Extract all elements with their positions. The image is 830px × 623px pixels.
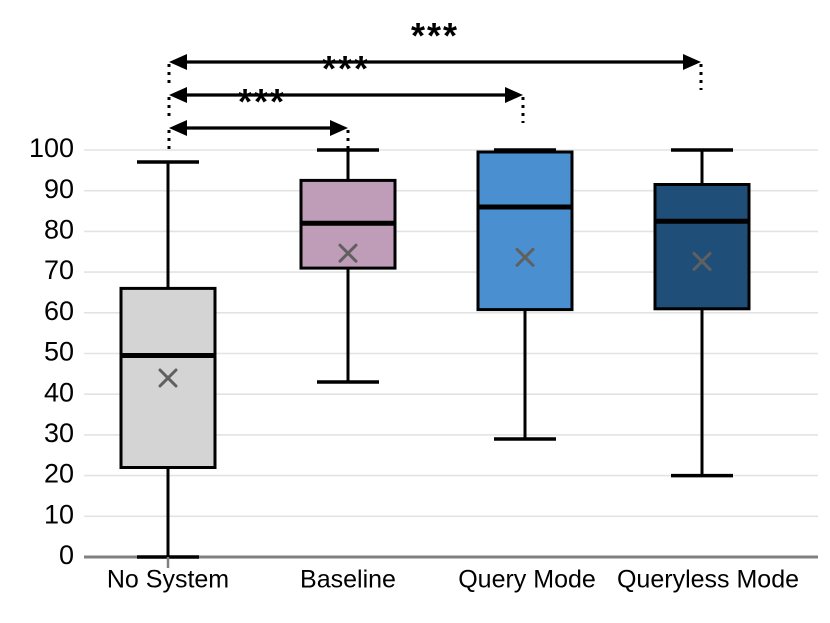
y-tick-label: 0 — [59, 540, 74, 570]
significance-label: *** — [411, 15, 459, 56]
y-tick-label: 20 — [44, 459, 74, 489]
significance-bracket-no-system-baseline: *** — [167, 81, 350, 152]
arrowhead-right-icon — [683, 54, 701, 70]
mean-marker-icon — [338, 243, 358, 263]
boxplot-query-mode[interactable] — [476, 148, 574, 441]
y-tick-label: 10 — [44, 499, 74, 529]
y-tick-label: 80 — [44, 215, 74, 245]
x-axis-category-labels: No System Baseline Query Mode Queryless … — [107, 566, 799, 594]
mean-marker-icon — [515, 247, 535, 267]
x-axis-label-baseline: Baseline — [300, 566, 396, 594]
box-iqr — [476, 150, 574, 312]
y-tick-label: 70 — [44, 255, 74, 285]
box-iqr — [653, 183, 751, 311]
significance-label: *** — [322, 48, 370, 89]
significance-brackets: *** *** *** — [167, 15, 703, 152]
y-tick-label: 40 — [44, 377, 74, 407]
y-tick-label: 100 — [29, 133, 74, 163]
mean-marker-icon — [158, 368, 178, 388]
arrowhead-left-icon — [169, 87, 187, 103]
boxplot-no-system[interactable] — [119, 160, 217, 559]
significance-label: *** — [238, 81, 286, 122]
mean-marker-icon — [692, 251, 712, 271]
y-axis-tick-labels: 100 90 80 70 60 50 40 30 20 10 0 — [29, 133, 74, 570]
x-axis-label-query-mode: Query Mode — [458, 566, 596, 594]
arrowhead-left-icon — [169, 120, 187, 136]
x-axis-label-queryless-mode: Queryless Mode — [617, 566, 799, 594]
significance-bracket-no-system-query-mode: *** — [167, 48, 525, 123]
arrowhead-right-icon — [505, 87, 523, 103]
y-tick-label: 50 — [44, 337, 74, 367]
boxplot-baseline[interactable] — [299, 148, 397, 384]
arrowhead-left-icon — [169, 54, 187, 70]
y-tick-label: 60 — [44, 296, 74, 326]
y-tick-label: 30 — [44, 418, 74, 448]
boxplot-queryless-mode[interactable] — [653, 148, 751, 478]
significance-bracket-no-system-queryless-mode: *** — [167, 15, 703, 90]
x-axis-label-no-system: No System — [107, 566, 229, 594]
y-tick-label: 90 — [44, 174, 74, 204]
arrowhead-right-icon — [330, 120, 348, 136]
